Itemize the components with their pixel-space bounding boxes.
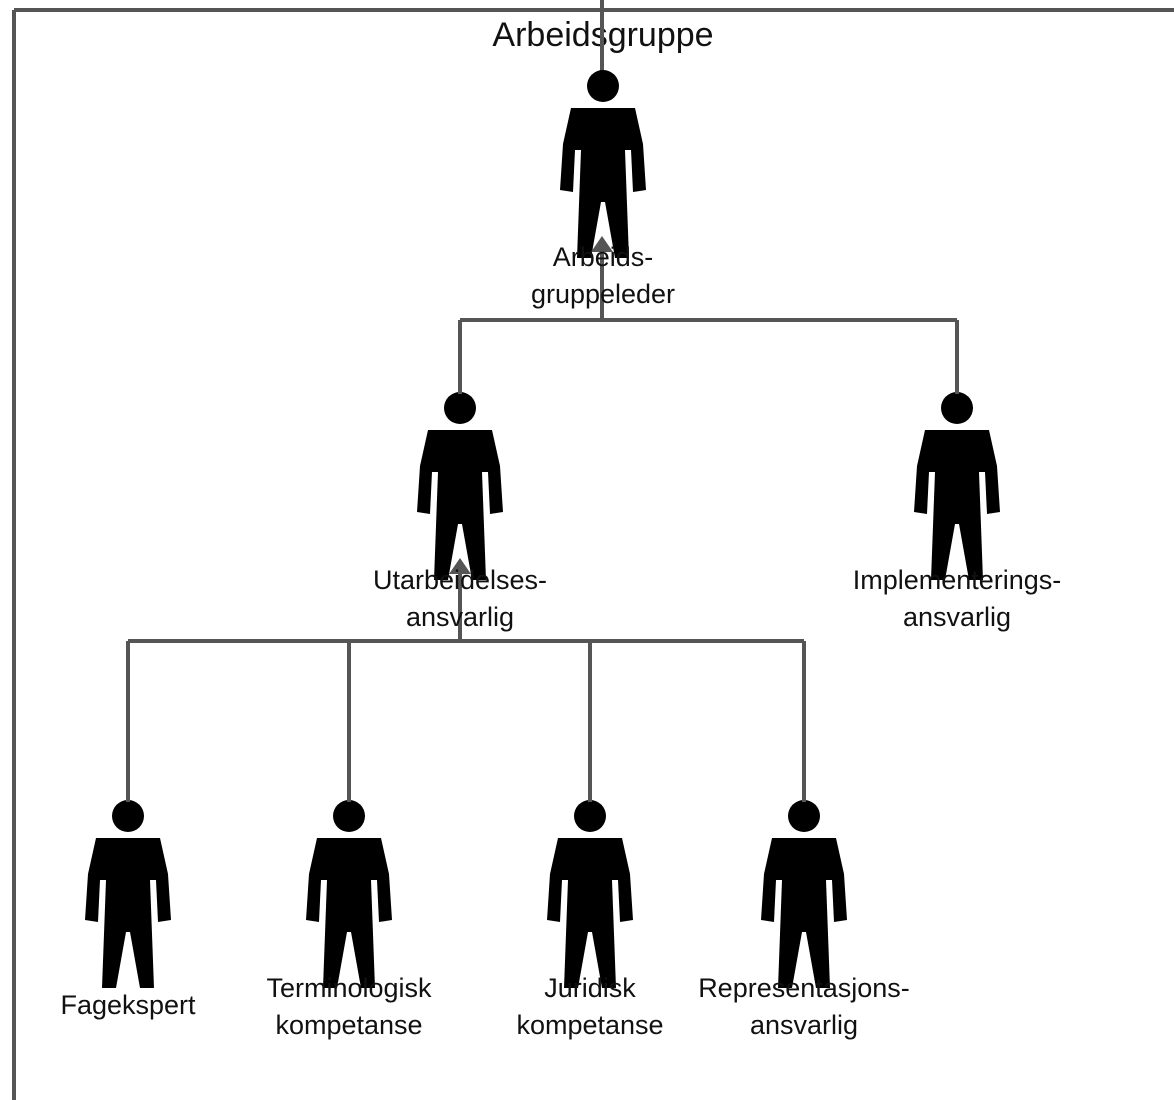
preparation-label-line1: Utarbeidelses- bbox=[373, 565, 547, 595]
leader-actor-icon bbox=[560, 70, 646, 258]
representation-label-line2: ansvarlig bbox=[750, 1010, 858, 1040]
legal-label-line1: Juridisk bbox=[544, 973, 636, 1003]
subject-expert-label: Fagekspert bbox=[60, 990, 196, 1020]
diagram-frame bbox=[12, 8, 1174, 1100]
terminology-label-line1: Terminologisk bbox=[266, 973, 432, 1003]
leader-connectors bbox=[458, 236, 959, 394]
representation-label: Representasjons- ansvarlig bbox=[698, 973, 910, 1040]
subject-expert-actor-icon bbox=[85, 800, 171, 988]
subject-expert-label-line1: Fagekspert bbox=[60, 990, 196, 1020]
preparation-actor-icon bbox=[417, 392, 503, 580]
implementation-label: Implementerings- ansvarlig bbox=[853, 565, 1062, 632]
terminology-label: Terminologisk kompetanse bbox=[266, 973, 432, 1040]
leader-label: Arbeids- gruppeleder bbox=[531, 242, 675, 309]
preparation-arrowhead-icon bbox=[449, 558, 471, 574]
implementation-label-line2: ansvarlig bbox=[903, 602, 1011, 632]
implementation-actor-icon bbox=[914, 392, 1000, 580]
preparation-connectors bbox=[126, 558, 806, 802]
terminology-actor-icon bbox=[306, 800, 392, 988]
preparation-label: Utarbeidelses- ansvarlig bbox=[373, 565, 547, 632]
leader-label-line2: gruppeleder bbox=[531, 279, 675, 309]
legal-actor-icon bbox=[547, 800, 633, 988]
representation-actor-icon bbox=[761, 800, 847, 988]
leader-label-line1: Arbeids- bbox=[553, 242, 654, 272]
representation-label-line1: Representasjons- bbox=[698, 973, 910, 1003]
preparation-label-line2: ansvarlig bbox=[406, 602, 514, 632]
legal-label: Juridisk kompetanse bbox=[516, 973, 663, 1040]
terminology-label-line2: kompetanse bbox=[275, 1010, 422, 1040]
implementation-label-line1: Implementerings- bbox=[853, 565, 1062, 595]
leader-arrowhead-icon bbox=[591, 236, 613, 252]
legal-label-line2: kompetanse bbox=[516, 1010, 663, 1040]
